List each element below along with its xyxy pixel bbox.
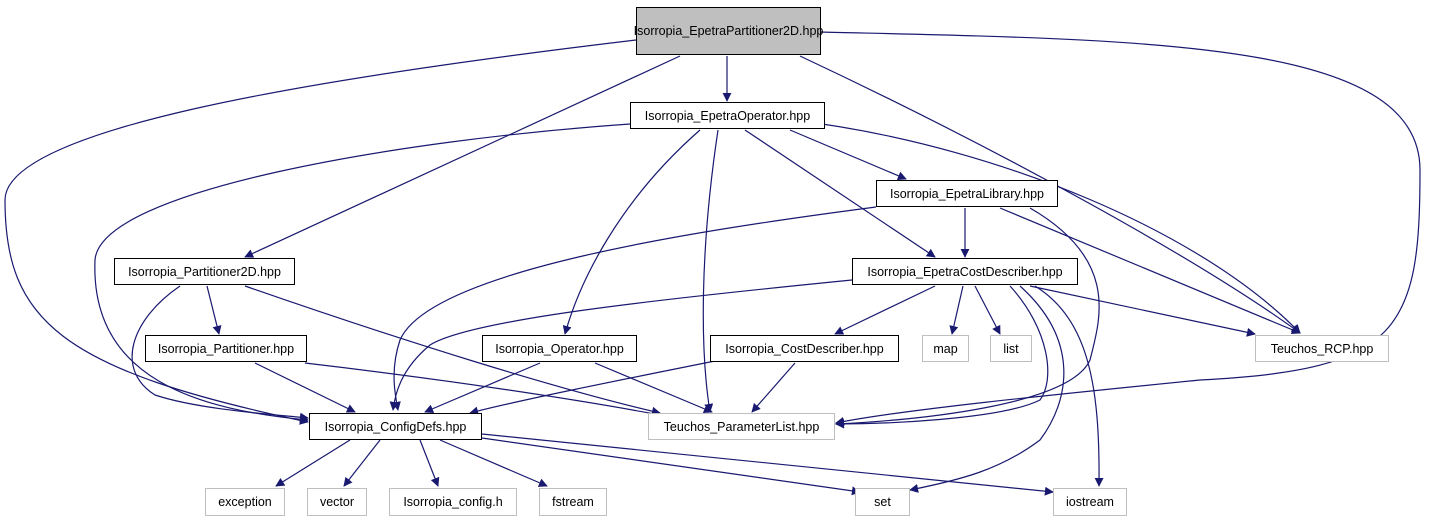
node-iostream[interactable]: iostream <box>1053 488 1127 516</box>
edge-config-defs-to-set <box>481 437 861 496</box>
edge-cost-describer-to-teuchos-parameterlist <box>751 362 796 413</box>
edge-epetra-cost-describer-to-cost-describer <box>834 285 936 335</box>
edge-config-defs-to-vector <box>343 439 381 487</box>
edge-epetra-library-to-teuchos-rcp <box>999 207 1301 335</box>
node-label: Isorropia_CostDescriber.hpp <box>725 341 884 356</box>
node-teuchos-rcp-hpp[interactable]: Teuchos_RCP.hpp <box>1255 335 1389 362</box>
edge-partitioner2d-to-partitioner <box>206 285 222 335</box>
edge-partitioner-to-config-defs <box>254 362 356 413</box>
edge-partitioner2d-to-config-defs <box>131 285 309 422</box>
node-label: Isorropia_EpetraCostDescriber.hpp <box>867 264 1063 279</box>
node-isorropia-epetra-partitioner2d-hpp[interactable]: Isorropia_EpetraPartitioner2D.hpp <box>633 7 824 55</box>
edge-partitioner-to-teuchos-parameterlist <box>304 362 661 418</box>
edge-root-to-teuchos-rcp <box>799 55 1301 334</box>
node-set[interactable]: set <box>855 488 910 516</box>
edge-epetra-cost-describer-to-teuchos-parameterlist <box>835 285 1049 429</box>
edge-root-to-teuchos-parameterlist <box>819 31 1421 426</box>
node-label: Isorropia_Operator.hpp <box>495 341 624 356</box>
edge-epetra-cost-describer-to-set <box>909 285 1065 493</box>
edge-cost-describer-to-config-defs <box>469 359 721 416</box>
edge-partitioner2d-to-teuchos-parameterlist <box>244 285 661 416</box>
node-isorropia-partitioner2d-hpp[interactable]: Isorropia_Partitioner2D.hpp <box>114 258 295 285</box>
edge-root-to-config-defs <box>4 39 637 425</box>
edge-epetra-operator-to-teuchos-rcp <box>821 123 1301 334</box>
edge-operator-to-teuchos-parameterlist <box>594 362 713 414</box>
edge-epetra-cost-describer-to-teuchos-rcp <box>1029 285 1256 337</box>
node-exception[interactable]: exception <box>205 488 285 516</box>
node-fstream[interactable]: fstream <box>539 488 607 516</box>
node-isorropia-epetra-library-hpp[interactable]: Isorropia_EpetraLibrary.hpp <box>876 180 1058 207</box>
node-vector[interactable]: vector <box>307 488 367 516</box>
edge-epetra-operator-to-config-defs <box>94 123 631 424</box>
edge-config-defs-to-iostream <box>481 433 1054 496</box>
node-isorropia-operator-hpp[interactable]: Isorropia_Operator.hpp <box>482 335 637 362</box>
node-isorropia-partitioner-hpp[interactable]: Isorropia_Partitioner.hpp <box>145 335 307 362</box>
edge-epetra-cost-describer-to-config-defs <box>389 279 853 411</box>
edge-epetra-cost-describer-to-list <box>974 285 1001 335</box>
node-label: set <box>874 495 891 509</box>
node-label: Isorropia_EpetraLibrary.hpp <box>889 186 1045 201</box>
node-label: Teuchos_RCP.hpp <box>1270 341 1374 356</box>
edge-epetra-operator-to-epetra-library <box>789 129 907 180</box>
edge-epetra-operator-to-teuchos-parameterlist <box>702 129 719 413</box>
node-label: vector <box>319 495 355 509</box>
edge-config-defs-to-isorropia-config-h <box>419 439 440 487</box>
edge-epetra-library-to-config-defs <box>391 206 877 411</box>
node-map[interactable]: map <box>922 335 969 362</box>
node-label: Teuchos_ParameterList.hpp <box>663 419 820 434</box>
edge-epetra-cost-describer-to-map <box>949 285 964 335</box>
node-label: fstream <box>552 495 594 509</box>
node-label: map <box>933 341 958 356</box>
node-isorropia-cost-describer-hpp[interactable]: Isorropia_CostDescriber.hpp <box>710 335 899 362</box>
node-label: Isorropia_EpetraPartitioner2D.hpp <box>633 24 824 38</box>
node-teuchos-parameterlist-hpp[interactable]: Teuchos_ParameterList.hpp <box>648 413 835 440</box>
node-isorropia-config-h[interactable]: Isorropia_config.h <box>389 488 517 516</box>
node-isorropia-epetra-operator-hpp[interactable]: Isorropia_EpetraOperator.hpp <box>630 102 825 129</box>
node-isorropia-epetra-cost-describer-hpp[interactable]: Isorropia_EpetraCostDescriber.hpp <box>852 258 1078 285</box>
edge-epetra-operator-to-epetra-cost-describer <box>744 129 936 258</box>
edge-config-defs-to-fstream <box>439 439 548 487</box>
edge-epetra-operator-to-operator <box>562 129 701 335</box>
edge-config-defs-to-exception <box>275 439 351 487</box>
node-label: Isorropia_Partitioner2D.hpp <box>128 264 281 279</box>
edge-operator-to-config-defs <box>424 362 541 413</box>
edge-epetra-library-to-teuchos-parameterlist <box>835 207 1100 429</box>
node-label: iostream <box>1066 495 1114 509</box>
node-label: Isorropia_Partitioner.hpp <box>157 341 295 356</box>
edge-epetra-cost-describer-to-iostream <box>1034 285 1104 487</box>
node-list[interactable]: list <box>990 335 1032 362</box>
edge-root-to-partitioner2d <box>244 55 681 258</box>
node-label: list <box>1003 341 1019 356</box>
node-isorropia-config-defs-hpp[interactable]: Isorropia_ConfigDefs.hpp <box>309 413 482 440</box>
node-label: exception <box>218 495 272 509</box>
node-label: Isorropia_EpetraOperator.hpp <box>644 108 811 123</box>
node-label: Isorropia_config.h <box>403 495 503 509</box>
node-label: Isorropia_ConfigDefs.hpp <box>324 419 467 434</box>
